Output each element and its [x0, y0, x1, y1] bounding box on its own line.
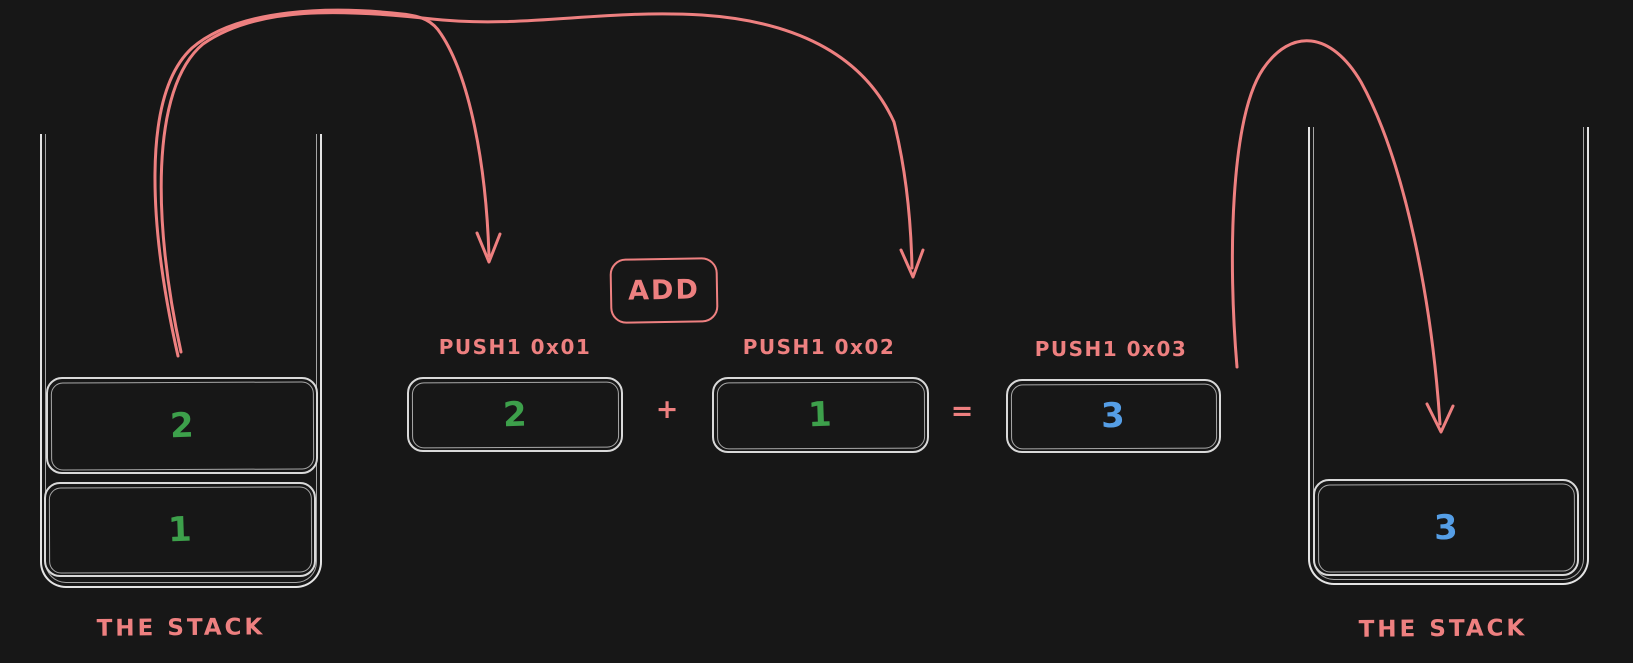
operand2-box: 1 [712, 377, 929, 453]
stack-value: 1 [166, 509, 194, 550]
right-stack-container [1308, 127, 1589, 585]
push1-0x01-label: PUSH1 0x01 [438, 335, 592, 359]
add-opcode-box: ADD [609, 257, 719, 324]
plus-sign: + [655, 394, 679, 425]
left-stack-item-top: 2 [46, 377, 318, 474]
result-value: 3 [1100, 395, 1127, 437]
stack-value: 3 [1432, 507, 1460, 548]
result-box: 3 [1006, 379, 1221, 453]
equals-sign: = [950, 396, 974, 427]
left-stack-item-bottom: 1 [44, 482, 316, 577]
operand2-value: 1 [807, 394, 834, 436]
stack-value: 2 [168, 405, 196, 446]
left-stack-label: THE STACK [96, 614, 266, 642]
add-opcode-label: ADD [627, 274, 701, 307]
right-stack-item-top: 3 [1313, 479, 1579, 576]
operand1-box: 2 [407, 377, 623, 452]
push1-0x02-label: PUSH1 0x02 [742, 335, 896, 359]
operand1-value: 2 [501, 394, 529, 435]
left-stack-container [40, 134, 322, 588]
right-stack-label: THE STACK [1358, 615, 1528, 643]
push1-0x03-label: PUSH1 0x03 [1034, 337, 1188, 361]
